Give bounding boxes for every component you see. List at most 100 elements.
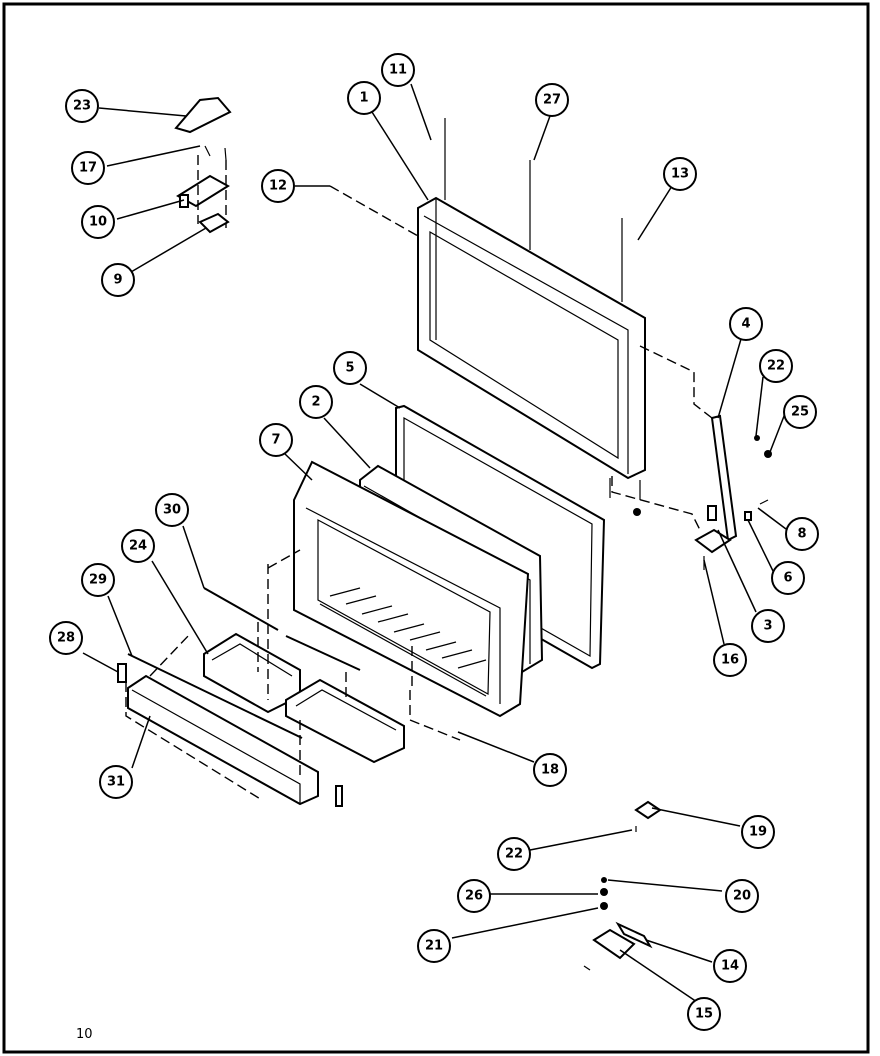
callout-circle [71,151,105,185]
callout-label: 1 [359,91,368,106]
callout-bubble: 16 [713,643,747,677]
callout-bubble: 4 [729,307,763,341]
callout-circle [713,949,747,983]
callout-label: 20 [733,889,751,904]
callout-label: 9 [113,273,122,288]
callout-bubble: 3 [751,609,785,643]
storage-bin-part [203,632,405,764]
callout-bubble: 14 [713,949,747,983]
callout-label: 25 [791,405,809,420]
callout-circle [65,89,99,123]
callout-bubble: 19 [741,815,775,849]
callout-label: 31 [107,775,125,790]
callout-label: 19 [749,825,767,840]
callout-bubble: 10 [81,205,115,239]
callout-label: 7 [271,433,280,448]
callout-circle [155,493,189,527]
callout-circle [49,621,83,655]
callout-bubble: 24 [121,529,155,563]
drawer-rail-part [285,635,361,671]
callout-circle [687,997,721,1031]
callout-circle [81,563,115,597]
callout-bubble: 31 [99,765,133,799]
hinge-part [176,174,230,208]
top-hinge-assembly [174,96,232,234]
callout-bubble: 1 [347,81,381,115]
callout-label: 10 [89,215,107,230]
callout-bubble: 7 [259,423,293,457]
page-number: 10 [76,1027,93,1042]
callout-bubble: 12 [261,169,295,203]
callout-bubble: 25 [783,395,817,429]
callout-label: 21 [425,939,443,954]
callout-label: 12 [269,179,287,194]
callout-label: 22 [505,847,523,862]
callout-circle [81,205,115,239]
door-frame-part [417,118,646,516]
callout-bubble: 28 [49,621,83,655]
callout-bubble: 17 [71,151,105,185]
callout-bubble: 18 [533,753,567,787]
callout-bubble: 29 [81,563,115,597]
callout-bubble: 9 [101,263,135,297]
callout-circle [725,879,759,913]
drawer-front-part [117,663,343,807]
callout-label: 24 [129,539,147,554]
callout-label: 30 [163,503,181,518]
callout-bubble: 13 [663,157,697,191]
callout-circle [741,815,775,849]
callout-label: 8 [797,527,806,542]
callout-circle [417,929,451,963]
callout-circle [535,83,569,117]
callout-circle [663,157,697,191]
drawer-rail-part [127,653,303,739]
callout-label: 5 [345,361,354,376]
hinge-bracket-part [198,212,230,234]
callout-bubble: 20 [725,879,759,913]
callout-circle [333,351,367,385]
callout-label: 28 [57,631,75,646]
bottom-hinge-assembly [583,800,662,971]
callout-circle [121,529,155,563]
callout-circle [381,53,415,87]
callout-bubble: 5 [333,351,367,385]
callout-label: 26 [465,889,483,904]
callout-label: 2 [311,395,320,410]
leader-lines [82,83,787,1003]
callout-bubble: 2 [299,385,333,419]
callout-label: 29 [89,573,107,588]
callout-bubble: 6 [771,561,805,595]
callout-circle [759,349,793,383]
callout-circle [533,753,567,787]
callout-label: 13 [671,167,689,182]
callout-circle [771,561,805,595]
callout-circle [99,765,133,799]
callout-label: 22 [767,359,785,374]
callout-label: 27 [543,93,561,108]
callout-bubble: 27 [535,83,569,117]
callout-bubble: 11 [381,53,415,87]
callout-circle [259,423,293,457]
callout-label: 6 [783,571,792,586]
callout-circle [713,643,747,677]
callout-label: 16 [721,653,739,668]
callout-bubble: 26 [457,879,491,913]
callout-label: 17 [79,161,97,176]
callout-label: 23 [73,99,91,114]
callout-label: 18 [541,763,559,778]
callout-bubble: 8 [785,517,819,551]
callout-circle [101,263,135,297]
callout-circle [457,879,491,913]
callout-circle [261,169,295,203]
callout-bubble: 23 [65,89,99,123]
drawer-rail-part [203,587,279,631]
callout-bubble: 15 [687,997,721,1031]
callout-bubble: 22 [497,837,531,871]
callout-circle [785,517,819,551]
callout-circle [783,395,817,429]
callout-bubble: 22 [759,349,793,383]
callout-circle [347,81,381,115]
callout-label: 14 [721,959,739,974]
